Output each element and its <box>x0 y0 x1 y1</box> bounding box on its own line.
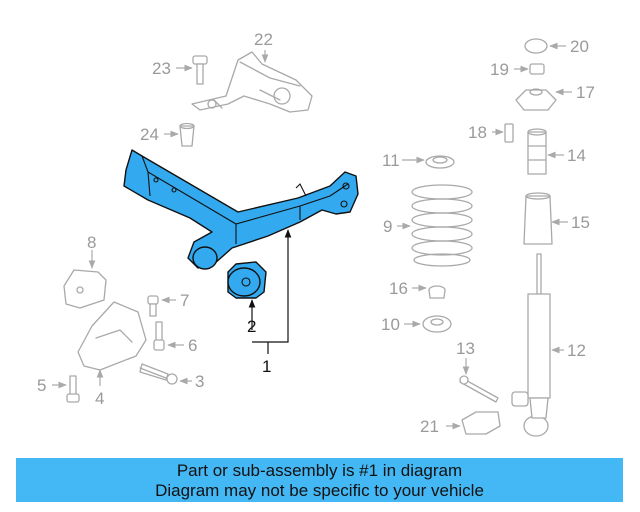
banner-line-2: Diagram may not be specific to your vehi… <box>155 481 484 500</box>
shock-eye <box>511 391 529 407</box>
bolt-part-23 <box>192 55 208 85</box>
callout-17[interactable]: 17 <box>576 83 595 102</box>
bolt-part-18 <box>504 123 514 143</box>
sleeve-part-24 <box>179 122 195 147</box>
bolt-part-6 <box>153 321 165 351</box>
callout-12[interactable]: 12 <box>567 341 586 360</box>
bump-stop-part-14 <box>527 128 547 175</box>
spring-seat-part-11 <box>425 155 455 169</box>
callout-8[interactable]: 8 <box>87 233 96 252</box>
top-mount-part-17 <box>515 88 557 111</box>
lower-seat-part-10 <box>422 315 452 333</box>
callout-11[interactable]: 11 <box>382 151 400 170</box>
dust-boot-part-15 <box>523 192 553 245</box>
bolt-part-13 <box>459 375 499 403</box>
cap-part-20 <box>524 38 548 54</box>
callout-10[interactable]: 10 <box>381 315 400 334</box>
callout-1[interactable]: 1 <box>262 357 271 376</box>
callout-23[interactable]: 23 <box>152 59 171 78</box>
coil-spring-part-9 <box>411 184 473 267</box>
bracket-part-21 <box>461 411 501 435</box>
callout-20[interactable]: 20 <box>570 37 589 56</box>
nut-part-19 <box>529 63 545 75</box>
pad-part-16 <box>428 285 446 299</box>
callout-3[interactable]: 3 <box>195 372 204 391</box>
callout-9[interactable]: 9 <box>383 217 392 236</box>
banner-text: Part or sub-assembly is #1 in diagram Di… <box>16 458 623 501</box>
bracket-part-4 <box>77 301 147 371</box>
bushing-part-2[interactable] <box>227 261 267 299</box>
callout-2[interactable]: 2 <box>247 317 256 336</box>
callout-18[interactable]: 18 <box>468 123 487 142</box>
bolt-part-3 <box>139 363 178 385</box>
callout-16[interactable]: 16 <box>389 279 408 298</box>
callout-24[interactable]: 24 <box>140 125 159 144</box>
callout-6[interactable]: 6 <box>188 336 197 355</box>
banner-line-1: Part or sub-assembly is #1 in diagram <box>176 461 463 480</box>
parts-diagram: 1 2 3 4 5 6 7 8 9 10 11 12 13 14 15 16 1… <box>37 30 595 437</box>
callout-13[interactable]: 13 <box>456 339 475 358</box>
bracket-assembly-part-22 <box>191 51 313 113</box>
callout-7[interactable]: 7 <box>180 291 189 310</box>
bolt-part-5 <box>66 375 80 403</box>
mount-part-8 <box>63 269 107 309</box>
callout-4[interactable]: 4 <box>95 389 104 408</box>
axle-beam-part-1[interactable] <box>123 149 359 270</box>
shock-absorber-part-12 <box>523 253 551 437</box>
bolt-part-7 <box>147 295 159 317</box>
callout-21[interactable]: 21 <box>420 417 439 436</box>
callout-22[interactable]: 22 <box>254 30 273 49</box>
callout-15[interactable]: 15 <box>571 213 590 232</box>
callout-5[interactable]: 5 <box>37 376 46 395</box>
callout-14[interactable]: 14 <box>567 146 586 165</box>
info-banner: Part or sub-assembly is #1 in diagram Di… <box>16 458 623 502</box>
callout-19[interactable]: 19 <box>490 60 509 79</box>
